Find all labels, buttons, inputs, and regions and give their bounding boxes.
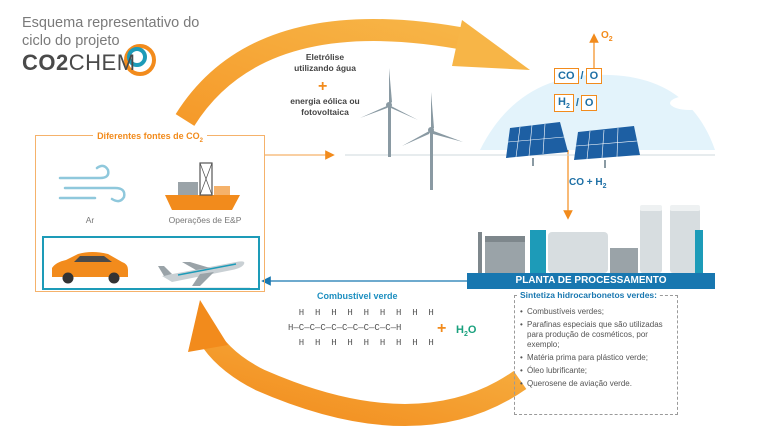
- water-sub: 2: [463, 331, 468, 339]
- co2chem-logo-icon: [124, 44, 156, 76]
- slash: /: [575, 97, 579, 110]
- title-line-2: ciclo do projeto: [22, 33, 120, 49]
- list-item: Querosene de aviação verde.: [520, 379, 676, 389]
- oil-platform-ship-icon: [165, 162, 240, 210]
- airplane-icon: [158, 261, 245, 286]
- syngas-label: CO + H2: [569, 177, 607, 190]
- hydrocarbon-carbon-chain: H—C—C—C—C—C—C—C—C—C—H: [288, 323, 402, 333]
- processing-plant-banner: PLANTA DE PROCESSAMENTO: [467, 273, 715, 289]
- h2-box: H2: [554, 94, 574, 113]
- brand-name: CO2CHEM: [22, 50, 136, 76]
- car-icon: [52, 252, 128, 284]
- slash: /: [580, 70, 584, 82]
- solar-panel-icon: [574, 126, 640, 168]
- processing-plant-icon: [478, 205, 703, 273]
- list-item: Parafinas especiais que são utilizadas p…: [520, 320, 676, 350]
- source-label-air: Ar: [85, 215, 95, 225]
- syngas-text: CO + H: [569, 177, 603, 188]
- list-item: Combustíveis verdes;: [520, 307, 676, 317]
- co-box: CO: [554, 68, 579, 84]
- h2-text: H: [558, 96, 566, 108]
- wind-turbine-icon: [360, 68, 418, 157]
- h2-sub: 2: [565, 103, 570, 111]
- title-line-1: Esquema representativo do: [22, 15, 200, 31]
- brand-logo: CO2CHEM: [22, 50, 136, 76]
- list-item: Matéria prima para plástico verde;: [520, 353, 676, 363]
- green-fuel-title: Combustível verde: [317, 291, 398, 301]
- wind-icon: [58, 164, 126, 203]
- cloud-icon: [670, 96, 710, 110]
- vehicles-panel: [42, 236, 260, 290]
- o2-sub: 2: [608, 36, 613, 43]
- source-label-ep-operations: Operações de E&P: [168, 215, 242, 225]
- o2-text: O: [601, 30, 609, 41]
- list-item: Óleo lubrificante;: [520, 366, 676, 376]
- wind-turbine-icon: [402, 92, 463, 190]
- syngas-sub: 2: [602, 183, 607, 190]
- brand-bold: CO2: [22, 50, 69, 75]
- electrolysis-line-1: Eletrólise: [305, 52, 345, 62]
- top-cycle-arrow: [175, 19, 530, 126]
- renewable-line-2: fotovoltaica: [301, 107, 349, 117]
- plus-sign: +: [437, 320, 447, 337]
- water-h: H: [456, 324, 464, 336]
- electrolysis-line-2: utilizando água: [294, 63, 356, 73]
- products-title: Sintetiza hidrocarbonetos verdes:: [518, 290, 659, 300]
- o-box-top: O: [585, 68, 603, 84]
- bottom-cycle-arrow: [188, 300, 527, 426]
- plus-sign: +: [318, 78, 328, 95]
- renewable-line-1: energia eólica ou: [290, 96, 360, 106]
- co2-sub: 2: [199, 137, 203, 144]
- o2-label: O2: [601, 30, 613, 43]
- products-list: Combustíveis verdes; Parafinas especiais…: [520, 307, 676, 392]
- co-o-split: CO / O: [554, 68, 603, 84]
- solar-panel-icon: [506, 122, 568, 166]
- water-o: O: [467, 324, 477, 336]
- water-formula: H2O: [456, 324, 476, 338]
- hydrocarbon-h-top-row: H H H H H H H H H: [288, 308, 434, 318]
- co2-sources-title: Diferentes fontes de CO2: [35, 131, 265, 144]
- hydrocarbon-h-bottom-row: H H H H H H H H H: [288, 338, 434, 348]
- o-box-bottom: O: [580, 95, 598, 112]
- brand-light: CHEM: [68, 50, 136, 75]
- electrolysis-label: Eletrólise utilizando água: [270, 52, 380, 74]
- renewable-energy-label: energia eólica ou fotovoltaica: [268, 96, 382, 118]
- co2-sources-title-text: Diferentes fontes de CO: [97, 131, 200, 141]
- h2-o-split: H2 / O: [554, 94, 598, 113]
- diagram-title: Esquema representativo do ciclo do proje…: [22, 14, 199, 50]
